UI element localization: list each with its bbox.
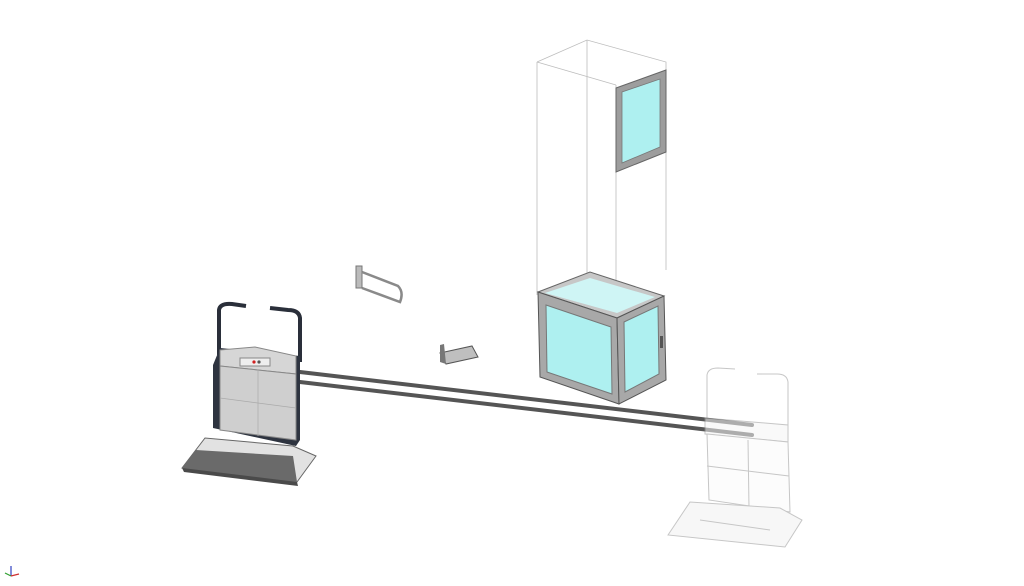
stairlift-platform-active <box>181 301 317 486</box>
upper-landing-door <box>615 69 667 173</box>
wall-grab-bar <box>355 265 403 304</box>
stairlift-platform-ghost <box>667 367 803 548</box>
elevator-cabin <box>536 271 667 405</box>
red-button <box>252 360 256 364</box>
cabin-door-handle <box>660 336 663 348</box>
guide-rails <box>298 370 754 437</box>
axis-triad-icon <box>4 566 20 577</box>
folding-seat-bracket <box>439 344 479 365</box>
